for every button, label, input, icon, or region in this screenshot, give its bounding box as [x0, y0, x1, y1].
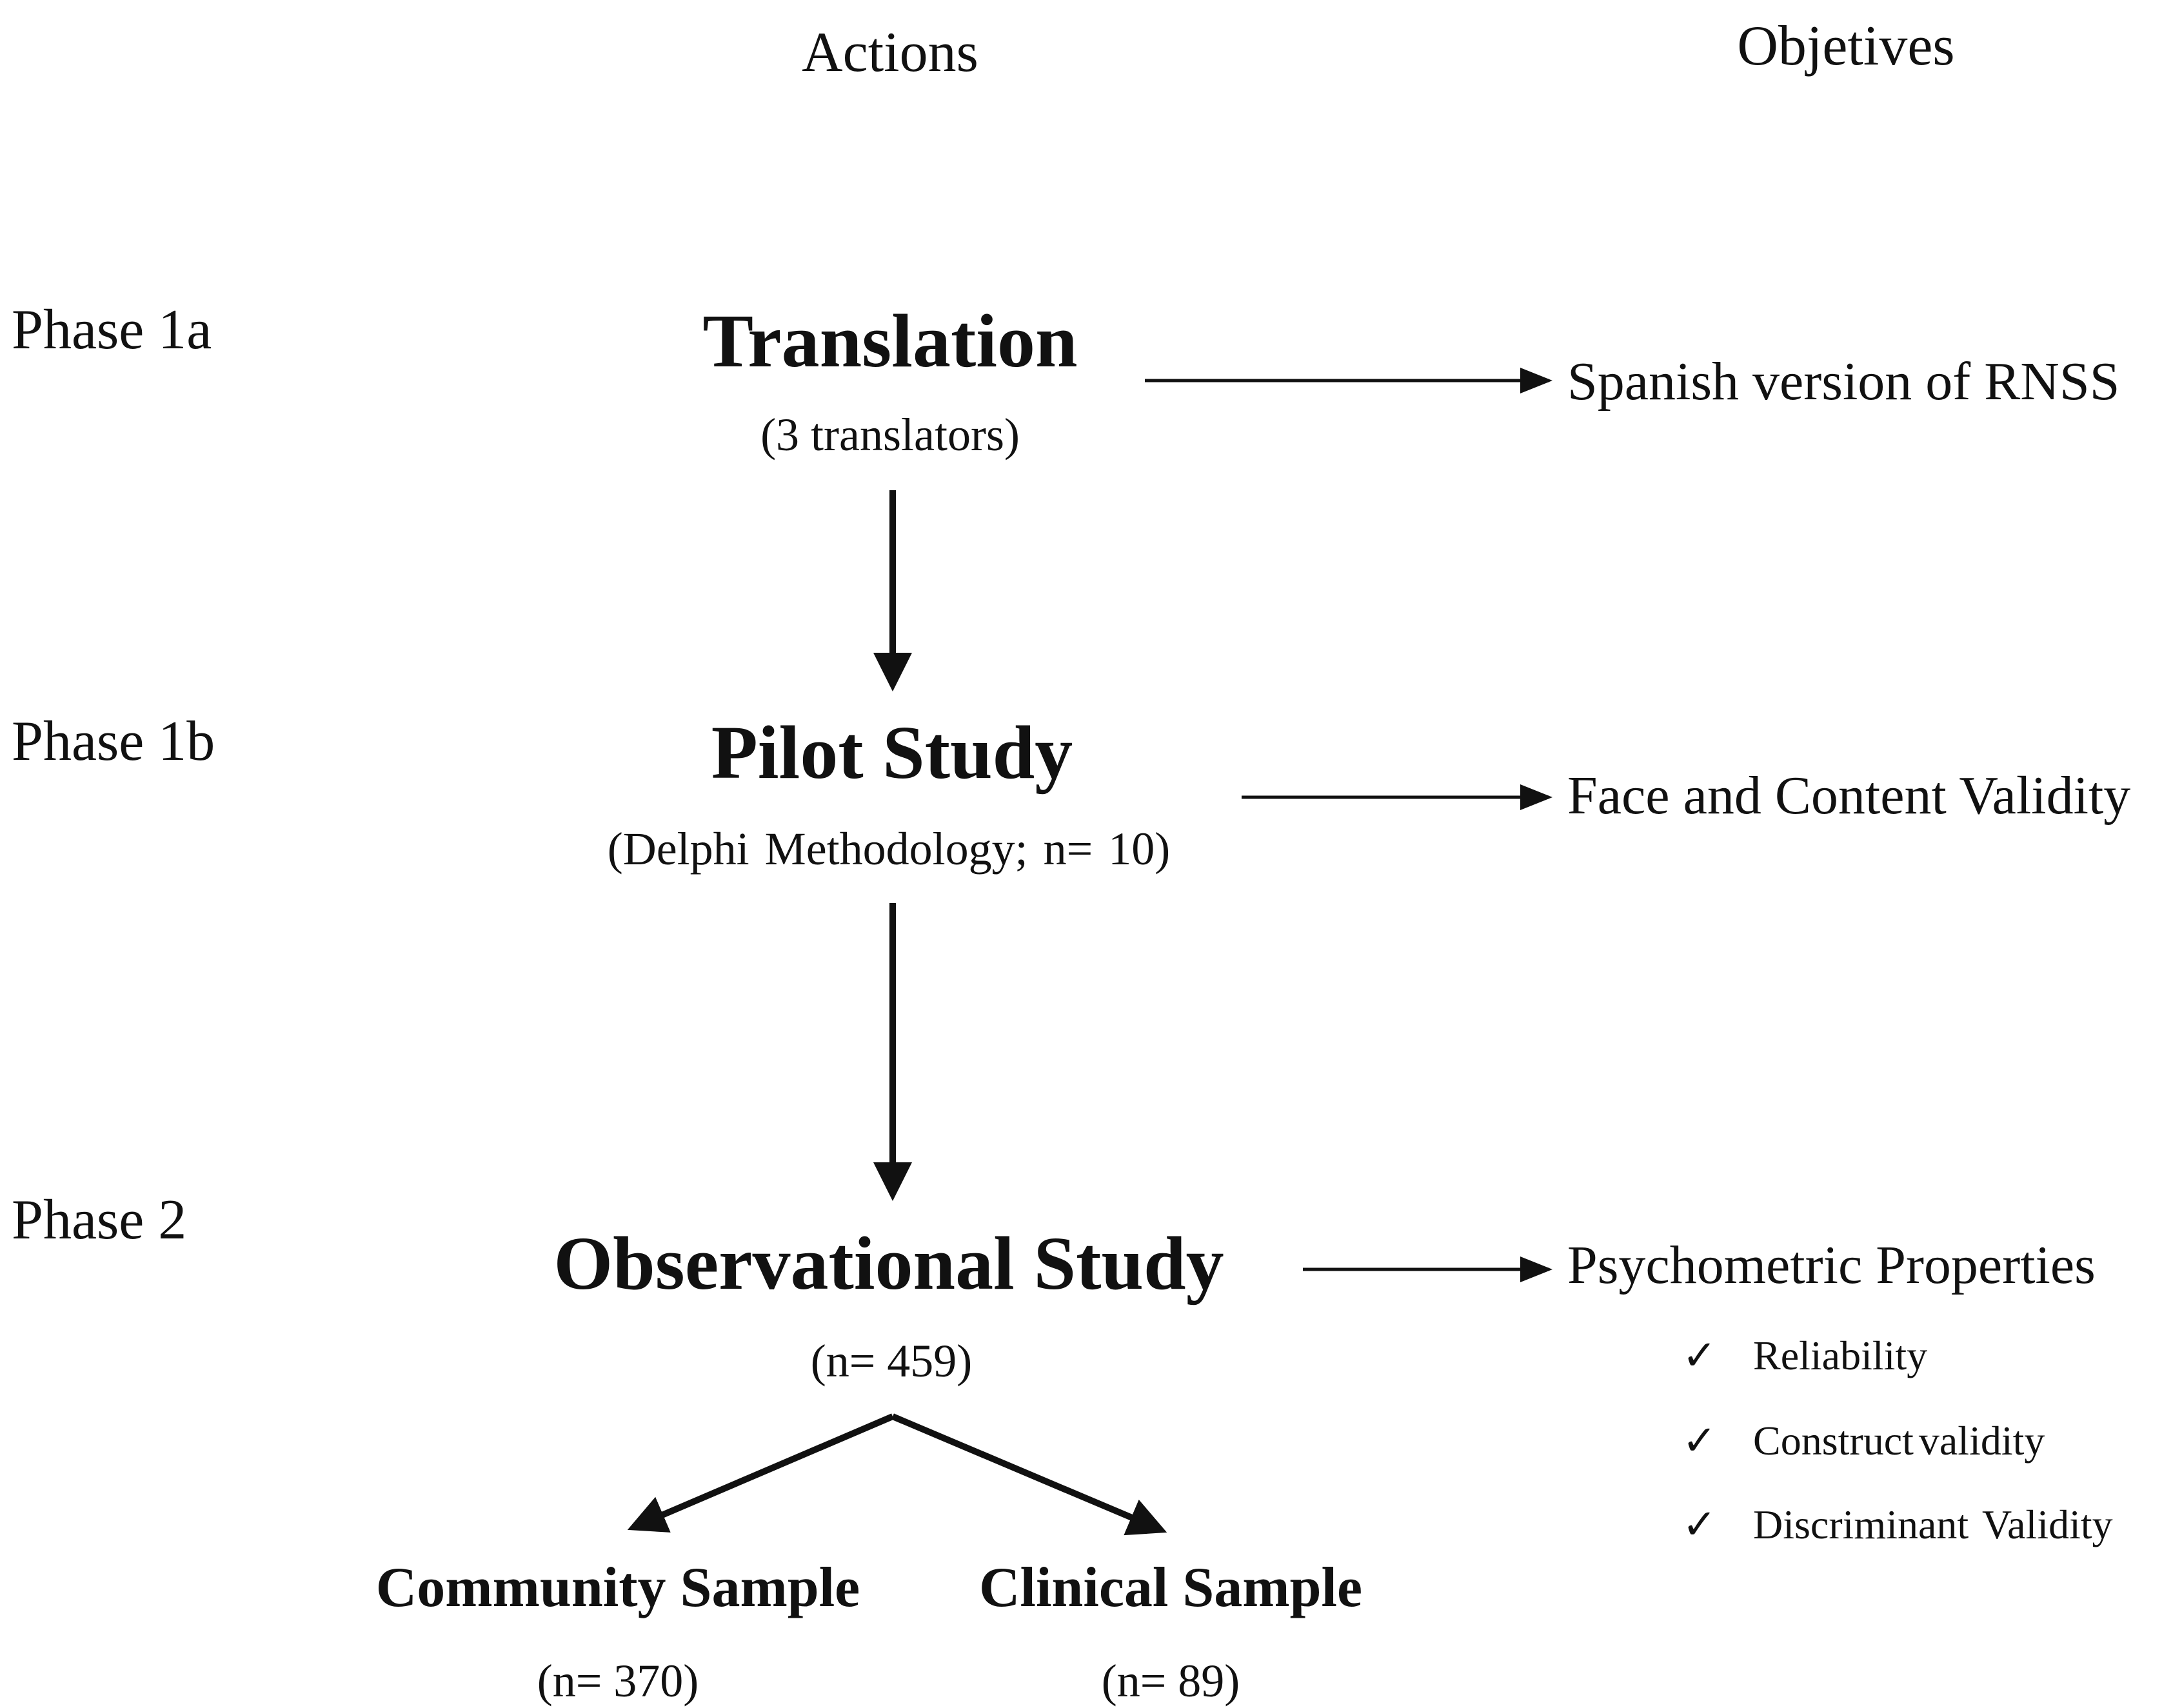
pilot-study-subtitle: (Delphi Methodology; n= 10): [607, 823, 1171, 875]
objective-spanish-version: Spanish version of RNSS: [1567, 352, 2120, 412]
translation-subtitle: (3 translators): [760, 409, 1020, 461]
community-sample-title: Community Sample: [375, 1556, 860, 1619]
objective-psychometric-properties: Psychometric Properties: [1567, 1235, 2096, 1295]
clinical-sample-subtitle: (n= 89): [1101, 1655, 1240, 1707]
checklist-item-construct-validity: ✓ Construct validity: [1682, 1420, 2045, 1462]
observational-study-subtitle: (n= 459): [810, 1335, 973, 1387]
translation-title: Translation: [702, 299, 1078, 383]
observational-study-title: Observational Study: [553, 1221, 1224, 1306]
check-icon: ✓: [1682, 1418, 1717, 1464]
checklist-label: Construct validity: [1753, 1418, 2045, 1464]
header-actions: Actions: [802, 21, 978, 84]
check-icon: ✓: [1682, 1502, 1717, 1547]
check-icon: ✓: [1682, 1333, 1717, 1378]
phase-1a-label: Phase 1a: [12, 299, 212, 361]
checklist-item-reliability: ✓ Reliability: [1682, 1335, 1927, 1376]
phase-1b-label: Phase 1b: [12, 710, 215, 773]
clinical-sample-title: Clinical Sample: [978, 1556, 1363, 1619]
checklist-item-discriminant-validity: ✓ Discriminant Validity: [1682, 1504, 2113, 1545]
header-objectives: Objetives: [1737, 15, 1955, 77]
arrow-observational-to-community: [627, 1413, 894, 1533]
pilot-study-title: Pilot Study: [711, 710, 1073, 795]
community-sample-subtitle: (n= 370): [537, 1655, 699, 1707]
objective-face-content-validity: Face and Content Validity: [1567, 766, 2131, 826]
checklist-label: Reliability: [1753, 1333, 1928, 1378]
phase-2-label: Phase 2: [12, 1189, 187, 1251]
arrow-observational-to-clinical: [891, 1413, 1167, 1536]
checklist-label: Discriminant Validity: [1753, 1502, 2113, 1547]
